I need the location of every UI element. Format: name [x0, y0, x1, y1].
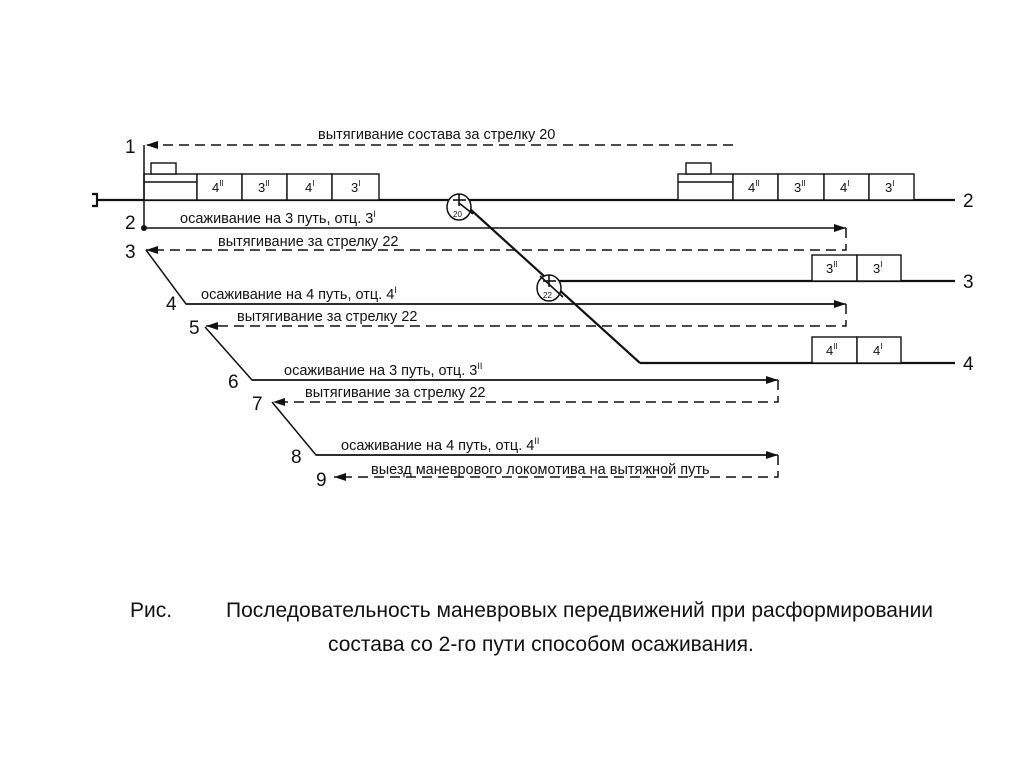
move-8-label: осаживание на 4 путь, отц. 4II	[341, 436, 539, 454]
move-5-label: вытягивание за стрелку 22	[237, 309, 417, 325]
svg-text:3I: 3I	[351, 179, 360, 195]
move-6-label: осаживание на 3 путь, отц. 3II	[284, 361, 482, 379]
svg-text:4I: 4I	[840, 179, 849, 195]
wagon	[856, 254, 902, 282]
track-2-number-right: 2	[963, 191, 974, 212]
wagon	[196, 173, 243, 201]
left-train-labels: 4II 3II 4I 3I	[212, 179, 360, 195]
caption-line-2: состава со 2-го пути способом осаживания…	[328, 633, 754, 656]
move-7-label: вытягивание за стрелку 22	[305, 385, 485, 401]
svg-text:4II: 4II	[826, 342, 838, 358]
move-2-label: осаживание на 3 путь, отц. 3I	[180, 209, 376, 227]
track-4-number: 4	[963, 354, 974, 375]
svg-text:4II: 4II	[748, 179, 760, 195]
locomotive-cab	[685, 162, 712, 175]
step-4-number: 4	[166, 294, 177, 315]
switch-22-label: 22	[543, 291, 552, 300]
step-9-number: 9	[316, 470, 327, 491]
step-3-number: 3	[125, 242, 136, 263]
move-arrows	[146, 141, 847, 481]
move-4-label: осаживание на 4 путь, отц. 4I	[201, 285, 397, 303]
switch-22: 22	[536, 274, 564, 302]
svg-text:4I: 4I	[873, 342, 882, 358]
right-train-labels: 4II 3II 4I 3I	[748, 179, 894, 195]
step-8-number: 8	[291, 447, 302, 468]
wagon	[241, 173, 288, 201]
wagon	[777, 173, 825, 201]
move-9-label: выезд маневрового локомотива на вытяжной…	[371, 462, 710, 478]
svg-text:3II: 3II	[794, 179, 806, 195]
track-3-number: 3	[963, 272, 974, 293]
caption-line-1: Последовательность маневровых передвижен…	[226, 599, 934, 622]
track-1-number: 1	[125, 137, 136, 158]
locomotive	[143, 173, 198, 201]
right-train	[677, 162, 915, 201]
step-6-number: 6	[228, 372, 239, 393]
switch-20-label: 20	[453, 210, 462, 219]
caption-prefix: Рис.	[130, 599, 173, 622]
svg-text:4I: 4I	[305, 179, 314, 195]
move-9-arrow	[334, 455, 779, 481]
track-4-wagons	[811, 336, 902, 364]
svg-text:3II: 3II	[258, 179, 270, 195]
wagon	[856, 336, 902, 364]
step-2-number: 2	[125, 213, 136, 234]
move-1-label: вытягивание состава за стрелку 20	[318, 127, 555, 143]
locomotive-cab	[150, 162, 177, 175]
move-7-arrow	[273, 380, 779, 406]
shunting-diagram: 20 22 4II 3II 4I 3I 4II 3II 4I 3I	[92, 127, 974, 491]
move-5-arrow	[206, 304, 847, 330]
track-3-wagons	[811, 254, 902, 282]
wagon	[286, 173, 333, 201]
locomotive	[677, 173, 734, 201]
svg-text:3I: 3I	[885, 179, 894, 195]
switch-20: 20	[446, 193, 474, 221]
wagon	[732, 173, 779, 201]
wagon	[868, 173, 915, 201]
wagon	[331, 173, 380, 201]
start-point	[141, 225, 147, 231]
svg-text:3II: 3II	[826, 260, 838, 276]
svg-text:3I: 3I	[873, 260, 882, 276]
svg-text:4II: 4II	[212, 179, 224, 195]
wagon	[811, 336, 858, 364]
left-train	[143, 162, 380, 201]
step-7-number: 7	[252, 394, 263, 415]
move-3-label: вытягивание за стрелку 22	[218, 234, 398, 250]
move-3-arrow	[146, 228, 847, 254]
step-5-number: 5	[189, 318, 200, 339]
